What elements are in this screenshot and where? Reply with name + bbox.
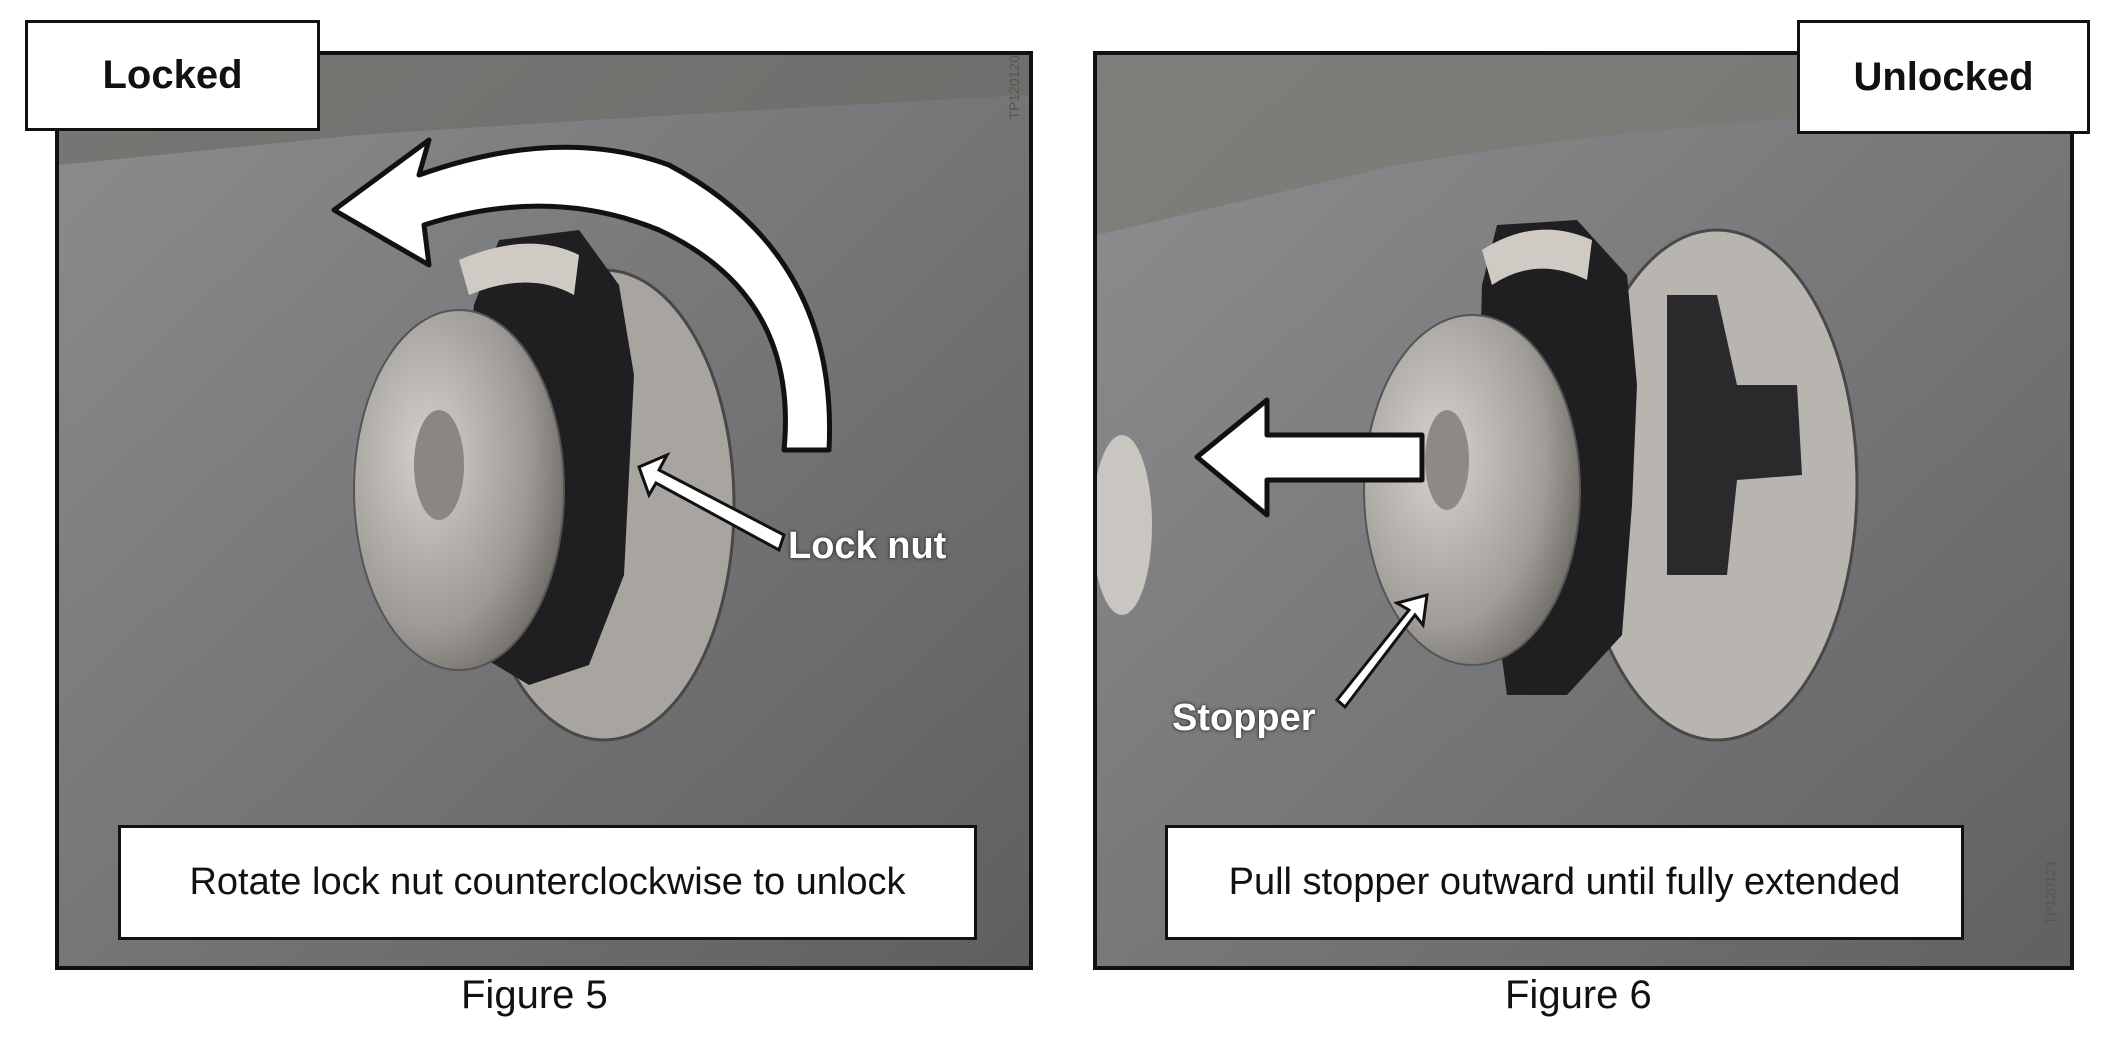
figure-6-photo (1093, 51, 2074, 970)
figure-5-illustration (59, 55, 1029, 966)
stopper-pointer-arrow-icon (1334, 592, 1429, 710)
figure-5-photo (55, 51, 1033, 970)
adjacent-hardware (1097, 435, 1152, 615)
retainer-bracket (1667, 295, 1802, 575)
figure-6-caption: Figure 6 (1505, 973, 1652, 1017)
lock-nut-pointer-arrow-icon (637, 451, 786, 553)
figure-6-instruction: Pull stopper outward until fully extende… (1165, 825, 1964, 940)
pull-outward-arrow-icon (1194, 397, 1425, 518)
stopper-dome (353, 309, 565, 671)
rotate-counterclockwise-arrow-icon (331, 137, 833, 453)
lock-nut-callout: Lock nut (788, 525, 947, 567)
figure-5-instruction: Rotate lock nut counterclockwise to unlo… (118, 825, 977, 940)
unlocked-state-label: Unlocked (1797, 20, 2090, 134)
stopper-callout: Stopper (1172, 697, 1316, 739)
figure-6-illustration (1097, 55, 2070, 966)
locked-state-label: Locked (25, 20, 320, 131)
figure-6-photo-code: TP120121 (2042, 860, 2058, 925)
figure-5-photo-code: TP120120 (1006, 55, 1022, 120)
figure-5-caption: Figure 5 (461, 973, 608, 1017)
stopper-dome (1363, 314, 1581, 666)
